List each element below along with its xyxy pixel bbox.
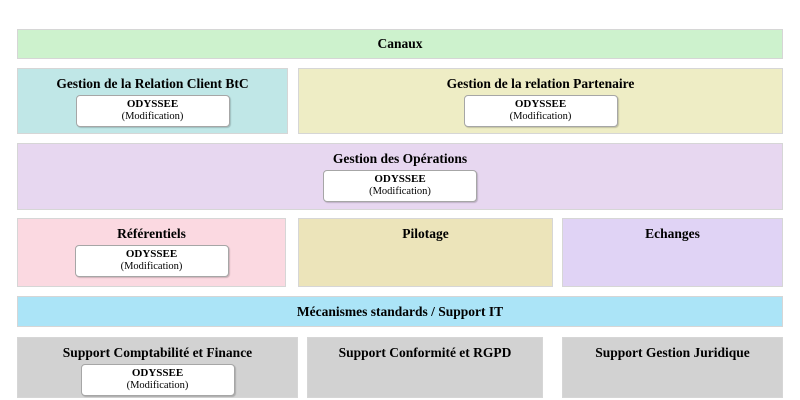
block-gestion-relation-client-btc: Gestion de la Relation Client BtC ODYSSE… (17, 68, 288, 134)
block-pilotage: Pilotage (298, 218, 553, 287)
block-support-gestion-juridique-label: Support Gestion Juridique (595, 345, 750, 360)
app-status: (Modification) (509, 110, 572, 122)
block-support-comptabilite-finance-label: Support Comptabilité et Finance (62, 345, 253, 360)
block-referentiels: Référentiels ODYSSEE (Modification) (17, 218, 286, 287)
block-mecanismes-standards-support-it-label: Mécanismes standards / Support IT (296, 303, 504, 319)
app-name: ODYSSEE (131, 366, 184, 379)
block-echanges: Echanges (562, 218, 783, 287)
block-echanges-label: Echanges (645, 226, 700, 241)
block-canaux-label: Canaux (377, 36, 423, 52)
odyssee-app-box: ODYSSEE (Modification) (463, 94, 618, 128)
block-gestion-relation-client-btc-label: Gestion de la Relation Client BtC (56, 76, 249, 91)
odyssee-app-box: ODYSSEE (Modification) (75, 94, 230, 128)
block-support-comptabilite-finance: Support Comptabilité et Finance ODYSSEE … (17, 337, 298, 398)
block-gestion-des-operations: Gestion des Opérations ODYSSEE (Modifica… (17, 143, 783, 210)
app-status: (Modification) (120, 260, 183, 272)
block-gestion-relation-partenaire-label: Gestion de la relation Partenaire (446, 76, 635, 91)
odyssee-app-box: ODYSSEE (Modification) (80, 363, 235, 397)
app-name: ODYSSEE (374, 172, 426, 185)
block-referentiels-label: Référentiels (117, 226, 186, 241)
app-status: (Modification) (121, 110, 184, 122)
app-name: ODYSSEE (125, 247, 178, 260)
odyssee-app-box: ODYSSEE (Modification) (74, 244, 229, 278)
block-support-gestion-juridique: Support Gestion Juridique (562, 337, 783, 398)
block-gestion-des-operations-label: Gestion des Opérations (332, 151, 468, 166)
app-name: ODYSSEE (126, 97, 179, 110)
block-pilotage-label: Pilotage (402, 226, 449, 241)
block-gestion-relation-partenaire: Gestion de la relation Partenaire ODYSSE… (298, 68, 783, 134)
app-name: ODYSSEE (514, 97, 567, 110)
block-canaux: Canaux (17, 29, 783, 59)
block-support-conformite-rgpd-label: Support Conformité et RGPD (338, 345, 512, 360)
app-status: (Modification) (369, 185, 431, 197)
block-support-conformite-rgpd: Support Conformité et RGPD (307, 337, 543, 398)
app-status: (Modification) (126, 379, 189, 391)
block-mecanismes-standards-support-it: Mécanismes standards / Support IT (17, 296, 783, 327)
odyssee-app-box: ODYSSEE (Modification) (323, 169, 477, 203)
